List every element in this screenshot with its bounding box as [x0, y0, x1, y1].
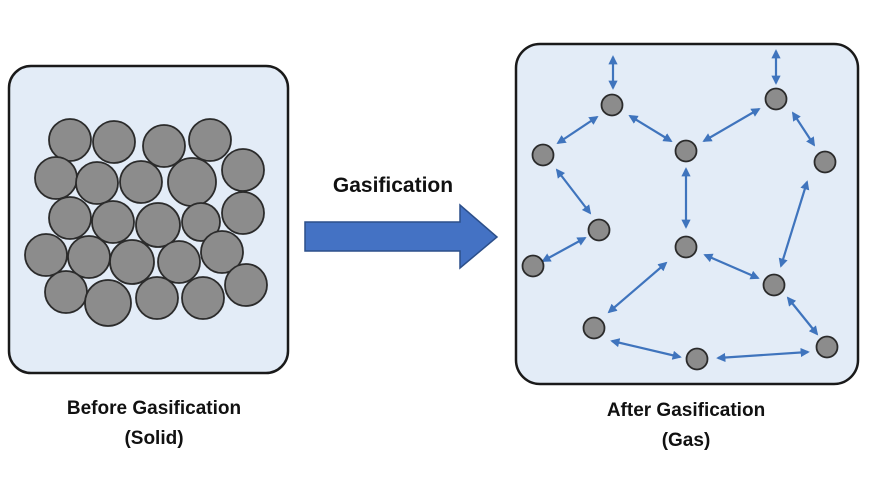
- gas-motion-arrow: [556, 115, 599, 145]
- solid-particle: [24, 233, 68, 277]
- gas-particle: [531, 143, 555, 167]
- solid-particle: [48, 118, 92, 162]
- solid-particle: [84, 279, 132, 327]
- gas-particle: [685, 347, 709, 371]
- gas-particle: [815, 335, 839, 359]
- after-title: After Gasification: [607, 400, 765, 421]
- process-label: Gasification: [333, 174, 453, 197]
- solid-particle: [221, 148, 265, 192]
- before-title: Before Gasification: [67, 398, 241, 419]
- solid-particle: [167, 157, 217, 207]
- gas-particle: [674, 139, 698, 163]
- solid-particle: [181, 202, 221, 242]
- gas-particle: [600, 93, 624, 117]
- gas-motion-arrow: [628, 115, 673, 142]
- process-arrow: [304, 203, 499, 270]
- gas-particle: [764, 87, 788, 111]
- solid-particle: [221, 191, 265, 235]
- gas-particle: [813, 150, 837, 174]
- gas-motion-arrow: [541, 237, 587, 262]
- gas-motion-arrow: [610, 338, 682, 360]
- solid-particle: [188, 118, 232, 162]
- solid-particle: [48, 196, 92, 240]
- after-state: (Gas): [662, 430, 711, 451]
- gas-particle: [521, 254, 545, 278]
- solid-particle: [91, 200, 135, 244]
- gas-motion-arrow: [786, 296, 819, 336]
- solid-particle: [200, 230, 244, 274]
- solid-particle: [44, 270, 88, 314]
- gas-motion-arrow: [702, 108, 761, 142]
- gas-motion-arrows: [541, 49, 819, 363]
- solid-particle: [181, 276, 225, 320]
- solid-particle: [142, 124, 186, 168]
- solid-particle: [67, 235, 111, 279]
- gas-motion-arrow: [703, 253, 760, 280]
- gas-particle: [762, 273, 786, 297]
- gas-motion-arrow: [716, 347, 810, 363]
- before-state: (Solid): [124, 428, 183, 449]
- solid-particles: [24, 118, 268, 327]
- solid-particle: [119, 160, 163, 204]
- solid-particle: [109, 239, 155, 285]
- gas-motion-arrow: [555, 168, 592, 215]
- gas-particle: [587, 218, 611, 242]
- gas-motion-arrow: [778, 180, 810, 268]
- gas-motion-arrow: [791, 111, 816, 147]
- gas-particle: [674, 235, 698, 259]
- gas-particles: [521, 87, 839, 371]
- solid-particle: [92, 120, 136, 164]
- solid-particle: [157, 240, 201, 284]
- solid-particle: [75, 161, 119, 205]
- solid-particle: [135, 202, 181, 248]
- solid-particle: [34, 156, 78, 200]
- gas-motion-arrow: [607, 261, 668, 314]
- solid-particle: [224, 263, 268, 307]
- gas-particle: [582, 316, 606, 340]
- solid-particle: [135, 276, 179, 320]
